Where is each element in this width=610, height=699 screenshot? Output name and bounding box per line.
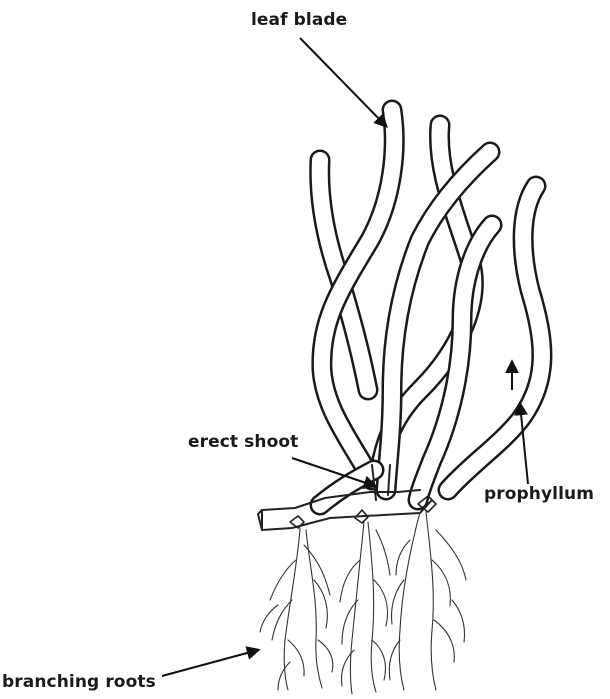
leaf-blade-label: leaf blade: [251, 10, 347, 30]
leaf-blade-arrow: [300, 38, 386, 126]
leaf-blades: [320, 110, 542, 505]
erect-shoot-label: erect shoot: [188, 432, 298, 452]
prophyllum-label: prophyllum: [484, 484, 594, 504]
branching-roots-arrow: [162, 650, 258, 676]
branching-roots: [260, 512, 466, 694]
branching-roots-label: branching roots: [2, 672, 156, 692]
